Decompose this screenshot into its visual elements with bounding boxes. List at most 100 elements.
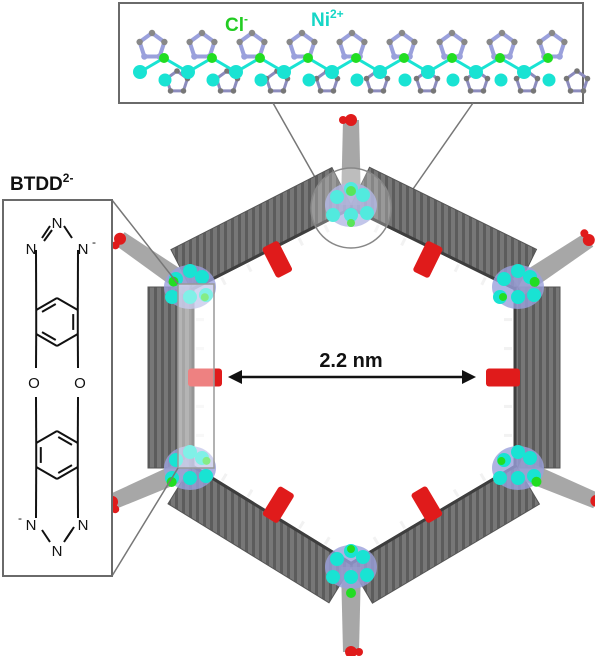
zoom-line bbox=[111, 467, 179, 577]
oxygen-atom bbox=[111, 505, 120, 514]
ring-atom bbox=[530, 88, 537, 94]
oxygen-atom bbox=[111, 241, 120, 250]
oxygen-atom bbox=[339, 116, 347, 124]
bond bbox=[56, 297, 79, 311]
nitrogen-charge: - bbox=[18, 511, 22, 525]
nickel-atom bbox=[325, 65, 339, 79]
ring-atom bbox=[361, 38, 368, 46]
oxygen-label-right: O bbox=[74, 375, 86, 392]
oxygen-atom bbox=[355, 648, 363, 656]
nickel-atom bbox=[199, 469, 213, 483]
ring-atom bbox=[236, 38, 243, 46]
bond bbox=[35, 430, 58, 444]
ring-atom bbox=[448, 29, 456, 37]
nickel-atom bbox=[511, 445, 525, 459]
ring-atom bbox=[556, 53, 563, 60]
nickel-atom bbox=[254, 73, 268, 87]
pore-size-arrow: 2.2 nm bbox=[228, 350, 476, 384]
nickel-atom bbox=[277, 65, 291, 79]
ring-atom bbox=[430, 88, 437, 94]
ring-atom bbox=[561, 38, 568, 46]
hydrogen-mark bbox=[480, 276, 487, 286]
nickel-atom bbox=[326, 570, 340, 584]
ring-atom bbox=[191, 53, 198, 60]
nickel-atom bbox=[421, 65, 435, 79]
ring-atom bbox=[411, 38, 418, 46]
ring-atom bbox=[574, 68, 580, 74]
nitrogen-label: N bbox=[26, 241, 37, 258]
ring-atom bbox=[280, 88, 287, 94]
nickel-atom bbox=[169, 453, 183, 467]
hydrogen-mark bbox=[220, 276, 227, 286]
nickel-atom bbox=[497, 272, 511, 286]
ring-atom bbox=[384, 75, 391, 82]
nickel-atom bbox=[469, 65, 483, 79]
nitrogen-charge: - bbox=[92, 235, 96, 249]
ring-atom bbox=[580, 88, 587, 94]
ring-atom bbox=[386, 38, 393, 46]
ring-atom bbox=[391, 53, 398, 60]
ring-atom bbox=[148, 29, 156, 37]
ring-atom bbox=[341, 53, 348, 60]
oxygen-cluster bbox=[262, 486, 294, 523]
ring-atom bbox=[230, 88, 237, 94]
ring-atom bbox=[563, 75, 570, 82]
nickel-atom bbox=[360, 206, 374, 220]
nickel-atom bbox=[183, 290, 197, 304]
chloride-atom bbox=[499, 292, 508, 301]
nickel-atom bbox=[330, 552, 344, 566]
bond bbox=[56, 333, 79, 347]
ring-atom bbox=[398, 29, 406, 37]
chloride-label: Cl- bbox=[225, 12, 248, 36]
ring-atom bbox=[241, 53, 248, 60]
ring-atom bbox=[548, 29, 556, 37]
ligand-highlight bbox=[177, 283, 215, 469]
hydrogen-mark bbox=[373, 224, 380, 233]
ring-atom bbox=[434, 75, 441, 82]
ring-atom bbox=[486, 38, 493, 46]
nitrogen-label: N bbox=[52, 215, 63, 232]
nickel-atom bbox=[158, 73, 172, 87]
nitrogen-label: N bbox=[26, 517, 37, 534]
chloride-atom bbox=[495, 53, 505, 63]
nickel-atom bbox=[511, 290, 525, 304]
chloride-atom bbox=[447, 53, 457, 63]
ring-atom bbox=[441, 53, 448, 60]
zoom-line bbox=[111, 199, 179, 285]
ring-atom bbox=[363, 75, 370, 82]
hydrogen-mark bbox=[323, 224, 330, 233]
hydrogen-mark bbox=[298, 520, 305, 530]
chloride-atom bbox=[207, 53, 217, 63]
ring-atom bbox=[224, 68, 230, 74]
ring-atom bbox=[317, 88, 324, 94]
chloride-atom bbox=[529, 276, 540, 287]
zoom-line bbox=[272, 102, 317, 180]
bond bbox=[35, 333, 58, 347]
ring-atom bbox=[141, 53, 148, 60]
ring-atom bbox=[136, 38, 143, 46]
hydrogen-mark bbox=[479, 473, 487, 482]
chloride-atom bbox=[159, 53, 169, 63]
ring-atom bbox=[367, 88, 374, 94]
ring-atom bbox=[298, 29, 306, 37]
nickel-atom bbox=[183, 445, 197, 459]
ring-atom bbox=[267, 88, 274, 94]
bond bbox=[41, 331, 57, 341]
ring-atom bbox=[413, 75, 420, 82]
hydrogen-mark bbox=[297, 237, 304, 247]
ring-atom bbox=[211, 38, 218, 46]
nitrogen-label: N bbox=[52, 543, 63, 560]
chloride-atom bbox=[202, 456, 211, 465]
oxygen-cluster bbox=[413, 241, 443, 278]
arrow-head-right bbox=[462, 370, 476, 384]
nickel-atom bbox=[373, 65, 387, 79]
chloride-atom bbox=[303, 53, 313, 63]
ring-atom bbox=[536, 38, 543, 46]
ring-atom bbox=[167, 88, 174, 94]
bond bbox=[41, 529, 51, 543]
ring-atom bbox=[198, 29, 206, 37]
ring-atom bbox=[261, 38, 268, 46]
nickel-atom bbox=[511, 264, 525, 278]
chloride-atom bbox=[347, 219, 355, 227]
